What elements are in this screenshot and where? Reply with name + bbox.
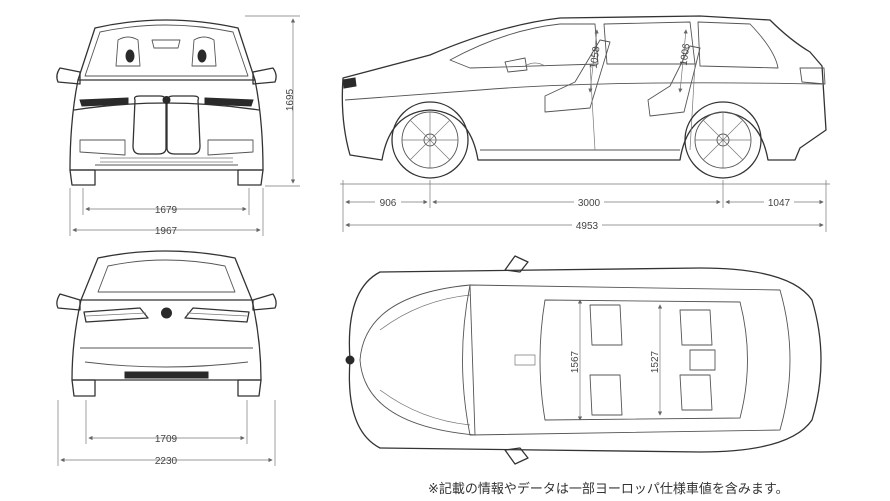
rear-overhang-label: 1047: [768, 198, 791, 209]
height-label: 1695: [285, 88, 296, 111]
side-dimensions: 906 3000 1047 4953: [340, 180, 830, 232]
shoulder-front-label: 1567: [570, 350, 581, 373]
rear-track-label: 1709: [155, 434, 178, 445]
wheelbase-label: 3000: [578, 198, 601, 209]
side-view: 1058 1006: [341, 15, 827, 179]
front-dimensions: 1679 1967 1695: [69, 15, 300, 237]
length-label: 4953: [576, 221, 599, 232]
rear-dimensions: 1709 2230: [57, 400, 276, 467]
top-view: 1567 1527: [345, 255, 822, 465]
shoulder-rear-label: 1527: [650, 350, 661, 373]
front-overhang-label: 906: [380, 198, 397, 209]
front-track-label: 1679: [155, 205, 178, 216]
headroom-front-label: 1058: [589, 45, 603, 69]
rear-width-label: 2230: [155, 456, 178, 467]
rear-view: [56, 250, 277, 397]
front-view: [56, 19, 277, 186]
front-width-label: 1967: [155, 226, 178, 237]
footnote: ※記載の情報やデータは一部ヨーロッパ仕様車値を含みます。: [428, 482, 789, 497]
headroom-rear-label: 1006: [679, 42, 693, 66]
